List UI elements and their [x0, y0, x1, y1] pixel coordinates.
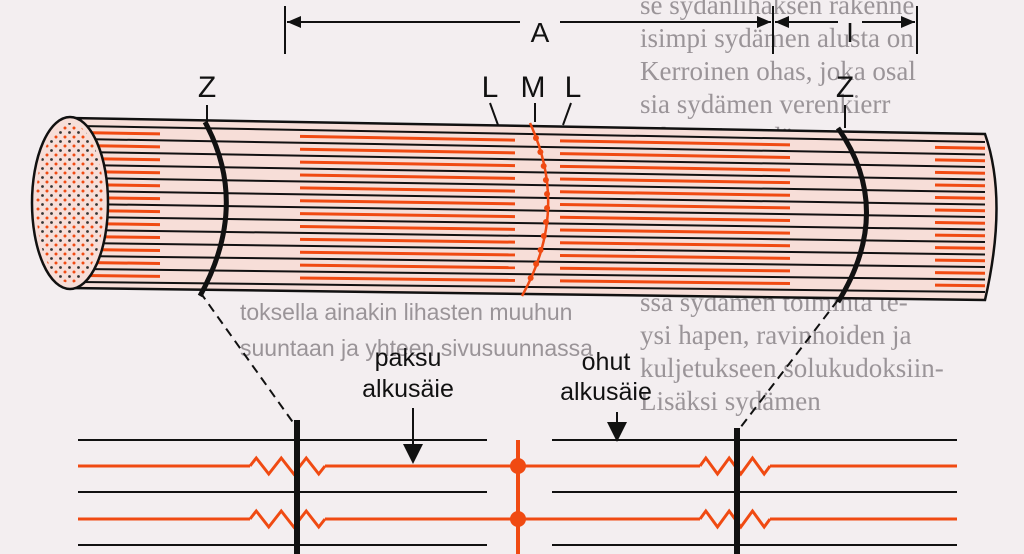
- background-text-line: suuntaan ja yhteen sivusuunnassa: [240, 335, 593, 361]
- zoom-guides: [199, 291, 839, 429]
- z-disc-right: [835, 126, 869, 304]
- label-l-left: L: [482, 71, 499, 104]
- background-text-line: toksella ainakin lihasten muuhun: [240, 299, 572, 325]
- magnified-sarcomere: [78, 420, 957, 554]
- background-text-line: sia sydämen verenkierr: [640, 89, 890, 119]
- i-band-dimension: [775, 6, 918, 54]
- label-thick-filament-1: paksu: [375, 344, 442, 372]
- a-band-dimension: [284, 6, 774, 54]
- background-text-line: kuljetukseen solukudoksiin-: [640, 353, 944, 383]
- label-a: A: [531, 17, 550, 48]
- background-text-line: ysi hapen, ravinnoiden ja: [640, 320, 911, 350]
- background-text-line: Kerroinen ohas, joka osal: [640, 56, 916, 86]
- label-thin-filament-1: ohut: [582, 348, 631, 376]
- background-text-line: Lisäksi sydämen: [640, 386, 821, 416]
- background-text-line: se sydänlihaksen rakenne: [640, 0, 914, 20]
- label-z-right: Z: [836, 71, 854, 104]
- label-m: M: [521, 71, 546, 104]
- background-text-line: isimpi sydämen alusta on: [640, 23, 914, 53]
- label-l-right: L: [565, 71, 582, 104]
- label-thick-filament-2: alkusäie: [362, 375, 454, 403]
- label-z-left: Z: [198, 71, 216, 104]
- z-disc-left: [197, 120, 229, 298]
- label-thin-filament-2: alkusäie: [560, 378, 652, 406]
- myofibril-cylinder: [30, 115, 998, 304]
- label-i: I: [846, 17, 854, 48]
